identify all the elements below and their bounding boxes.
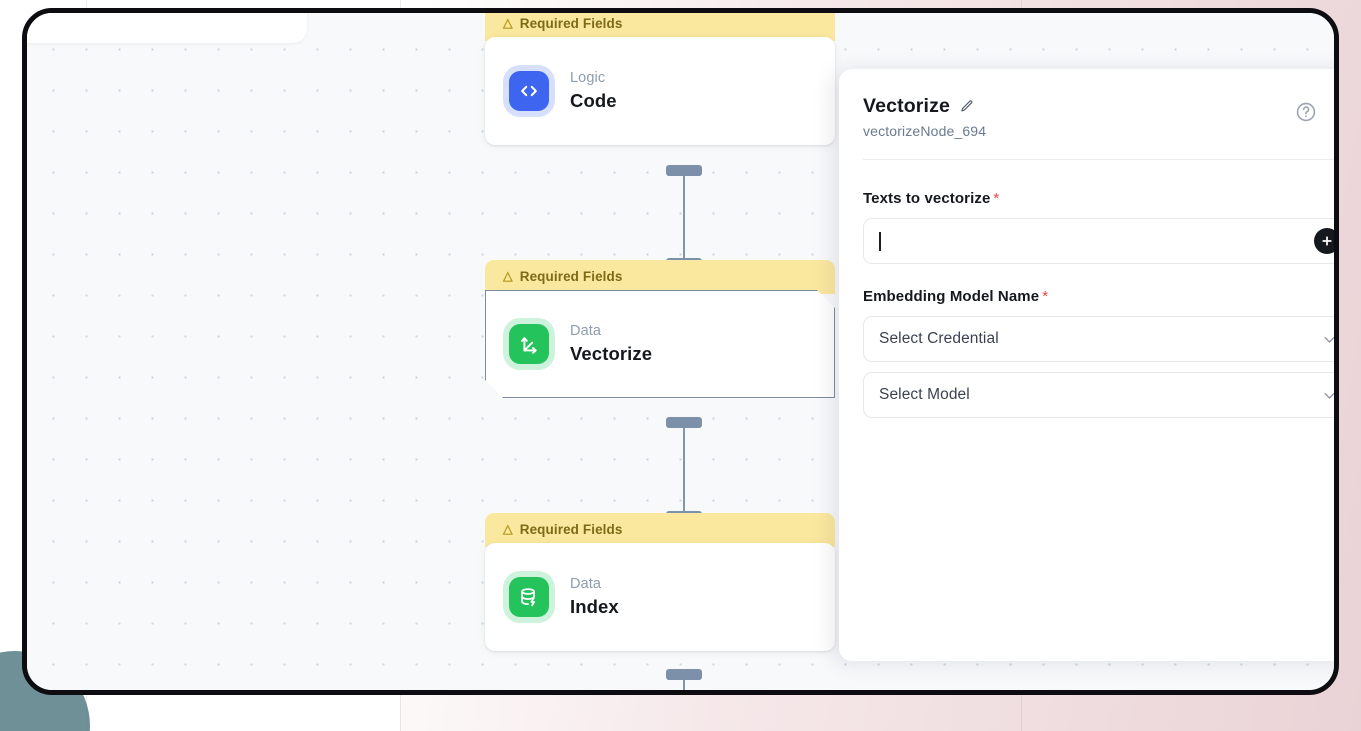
code-brackets-icon [509, 71, 549, 111]
field-label-row: Texts to vectorize* [863, 190, 1339, 208]
field-label-wrap: Texts to vectorize* [863, 190, 999, 208]
required-marker: * [1042, 288, 1049, 305]
required-fields-label: Required Fields [519, 15, 623, 31]
node-text: Logic Code [570, 70, 617, 112]
connector-handle-source[interactable] [666, 165, 702, 176]
flow-node-index[interactable]: △ Required Fields Data Index [485, 513, 835, 651]
select-credential-dropdown[interactable]: Select Credential [863, 316, 1334, 362]
required-fields-badge: △ Required Fields [485, 260, 835, 294]
field-label-wrap: Embedding Model Name* [863, 288, 1048, 306]
page-title: Vectorize [863, 95, 950, 117]
vector-axes-icon [509, 324, 549, 364]
warning-triangle-icon: △ [503, 521, 513, 536]
database-bolt-icon [509, 577, 549, 617]
connector-code-to-vectorize [666, 165, 702, 269]
panel-title-row: Vectorize [863, 95, 1334, 118]
node-properties-panel: Vectorize vectorizeNode_694 [839, 69, 1339, 661]
node-text: Data Vectorize [570, 323, 652, 365]
browser-window-frame: △ Required Fields Logic Code [22, 8, 1339, 695]
field-label: Texts to vectorize [863, 190, 991, 207]
question-circle-icon[interactable] [1295, 101, 1317, 123]
node-kind-label: Logic [570, 70, 606, 86]
text-cursor [879, 231, 881, 251]
info-circle-icon[interactable] [1338, 289, 1339, 306]
field-label: Embedding Model Name [863, 288, 1040, 305]
field-embedding-model-name: Embedding Model Name* Select Credential [863, 288, 1339, 418]
flow-node-code[interactable]: △ Required Fields Logic Code [485, 13, 835, 145]
required-marker: * [993, 190, 1000, 207]
connector-index-outgoing [666, 669, 702, 690]
required-fields-badge: △ Required Fields [485, 13, 835, 41]
select-model-value: Select Model [879, 386, 970, 403]
node-card[interactable]: Data Index [485, 543, 835, 651]
panel-header-actions [1295, 101, 1334, 123]
field-label-row: Embedding Model Name* [863, 288, 1339, 306]
texts-to-vectorize-input[interactable] [863, 218, 1334, 264]
required-fields-label: Required Fields [519, 268, 623, 284]
node-card[interactable]: Data Vectorize [485, 290, 835, 398]
connector-vectorize-to-index [666, 417, 702, 522]
panel-divider [863, 159, 1334, 160]
node-text: Data Index [570, 576, 619, 618]
required-fields-label: Required Fields [519, 521, 623, 537]
node-title-label: Vectorize [570, 343, 653, 364]
floating-panel-clipped [27, 13, 307, 43]
panel-header: Vectorize vectorizeNode_694 [839, 69, 1334, 151]
node-id-label: vectorizeNode_694 [863, 123, 987, 139]
warning-triangle-icon: △ [503, 268, 513, 283]
connector-line [683, 417, 685, 522]
node-kind-label: Data [570, 323, 602, 339]
select-model-dropdown[interactable]: Select Model [863, 372, 1334, 418]
panel-body: Texts to vectorize* [839, 160, 1339, 418]
connector-handle-source[interactable] [666, 417, 702, 428]
connector-handle-source[interactable] [666, 669, 702, 680]
node-card[interactable]: Logic Code [485, 37, 835, 145]
required-fields-badge: △ Required Fields [485, 513, 835, 547]
chevron-down-icon [1321, 387, 1334, 404]
connector-line [683, 165, 685, 269]
node-title-label: Index [570, 596, 619, 617]
field-texts-to-vectorize: Texts to vectorize* [863, 190, 1339, 264]
pencil-icon[interactable] [959, 99, 974, 114]
flow-node-vectorize[interactable]: △ Required Fields [485, 260, 835, 398]
select-credential-value: Select Credential [879, 330, 999, 347]
node-title-label: Code [570, 90, 617, 111]
plus-icon[interactable] [1314, 228, 1334, 254]
chevron-down-icon [1321, 331, 1334, 348]
warning-triangle-icon: △ [503, 15, 513, 30]
info-circle-icon[interactable] [1338, 191, 1339, 208]
node-kind-label: Data [570, 576, 602, 592]
